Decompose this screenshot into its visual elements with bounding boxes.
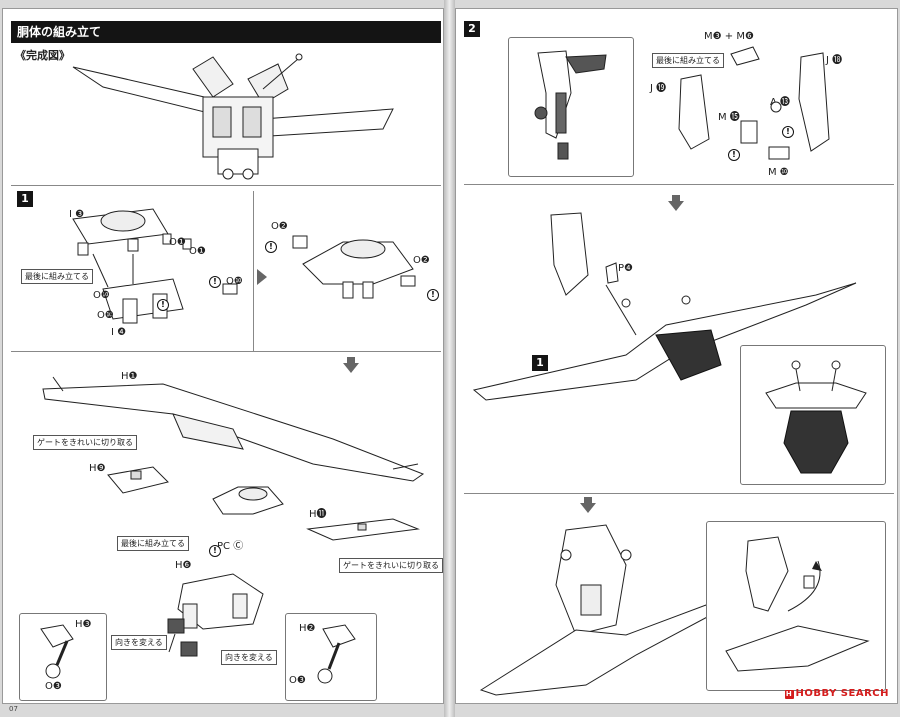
down-arrow-icon xyxy=(580,497,596,513)
next-arrow-icon xyxy=(257,269,267,285)
right-page: 2 M❸ + M❻ J ⓲ 最後に組み立てる J ⓳ A ⓭ M ⓯ M ❿ !… xyxy=(455,8,898,704)
part-label-j19: J ⓳ xyxy=(650,83,667,94)
hobby-search-logo-icon: H xyxy=(784,690,794,699)
note-change-direction-2: 向きを変える xyxy=(221,650,277,665)
detail-fuselage-illustration xyxy=(765,360,867,474)
part-label-m15: M ⓯ xyxy=(718,112,740,123)
part-h2-illustration xyxy=(317,624,356,684)
part-label-h6: H❻ xyxy=(175,560,192,571)
section-title: 胴体の組み立て xyxy=(11,21,441,43)
note-last-assemble-right: 最後に組み立てる xyxy=(652,53,724,68)
part-label-o2a: O❷ xyxy=(271,221,288,232)
down-arrow-icon xyxy=(343,357,359,373)
note-last-assemble-1: 最後に組み立てる xyxy=(21,269,93,284)
down-arrow-icon xyxy=(668,195,684,211)
divider-right-1 xyxy=(464,184,894,185)
wing-h1-illustration xyxy=(42,376,425,482)
part-label-o10b: O❿ xyxy=(226,276,243,287)
book-gutter xyxy=(444,0,455,717)
divider-top xyxy=(11,185,441,186)
divider-step1-mid xyxy=(253,191,254,351)
part-label-m10: M ❿ xyxy=(768,167,789,178)
part-label-j18a: J ⓲ xyxy=(826,55,843,66)
part-label-a13: A ⓭ xyxy=(770,97,791,108)
watermark-text: HOBBY SEARCH xyxy=(795,688,889,699)
part-label-o3b: O❸ xyxy=(289,675,306,686)
caution-icon: ! xyxy=(265,241,277,253)
final-assembly-illustration xyxy=(479,524,712,696)
step-1-number: 1 xyxy=(17,191,33,207)
part-label-h11: H⓫ xyxy=(309,509,327,520)
wing-fuselage-assembly-illustration xyxy=(472,212,857,401)
caution-icon: ! xyxy=(782,126,794,138)
part-label-o2b: O❷ xyxy=(413,255,430,266)
page-number: 07 xyxy=(9,705,18,713)
part-label-h1: H❶ xyxy=(121,371,138,382)
part-h3-illustration xyxy=(40,624,74,679)
part-label-o1a: O❶ xyxy=(169,237,186,248)
part-label-h3: H❸ xyxy=(75,619,92,630)
part-h9-illustration xyxy=(107,466,169,494)
note-last-assemble-2: 最後に組み立てる xyxy=(117,536,189,551)
leg-assembly-illustration xyxy=(534,50,607,160)
part-label-o1b: O❶ xyxy=(189,246,206,257)
part-h11-illustration xyxy=(306,518,420,541)
completed-view-label: 《完成図》 xyxy=(15,49,70,62)
caution-icon: ! xyxy=(427,289,439,301)
step-2-number: 2 xyxy=(464,21,480,37)
part-label-h2: H❷ xyxy=(299,623,316,634)
caution-icon: ! xyxy=(209,545,221,557)
step-1-ref-number: 1 xyxy=(532,355,548,371)
part-label-h9: H❾ xyxy=(89,463,106,474)
caution-icon: ! xyxy=(728,149,740,161)
part-label-m3m6: M❸ + M❻ xyxy=(704,31,754,42)
completed-aircraft-illustration xyxy=(72,53,394,180)
caution-icon: ! xyxy=(209,276,221,288)
fuselage-h-illustration xyxy=(212,486,284,515)
part-label-i3: I ❸ xyxy=(69,209,85,220)
final-detail-illustration xyxy=(725,536,870,672)
note-gate-clean-2: ゲートをきれいに切り取る xyxy=(339,558,443,573)
note-gate-clean-1: ゲートをきれいに切り取る xyxy=(33,435,137,450)
step2-parts-illustration xyxy=(678,46,830,160)
divider-step1-bottom xyxy=(11,351,441,352)
part-label-o3a: O❸ xyxy=(45,681,62,692)
caution-icon: ! xyxy=(157,299,169,311)
part-label-o10c: O❿ xyxy=(97,310,114,321)
left-page: 胴体の組み立て 《完成図》 1 I ❸ O❶ O❶ 最後に組み立てる O❿ O xyxy=(2,8,444,713)
part-label-i4: I ❹ xyxy=(111,327,127,338)
divider-right-2 xyxy=(464,493,894,494)
step1-result-illustration xyxy=(292,235,416,299)
part-label-p4: P❹ xyxy=(618,263,633,274)
step-h6-assembly-illustration xyxy=(167,573,264,657)
part-label-o10a: O❿ xyxy=(93,290,110,301)
note-change-direction-1: 向きを変える xyxy=(111,635,167,650)
part-label-pcc: PC Ⓒ xyxy=(217,541,244,552)
